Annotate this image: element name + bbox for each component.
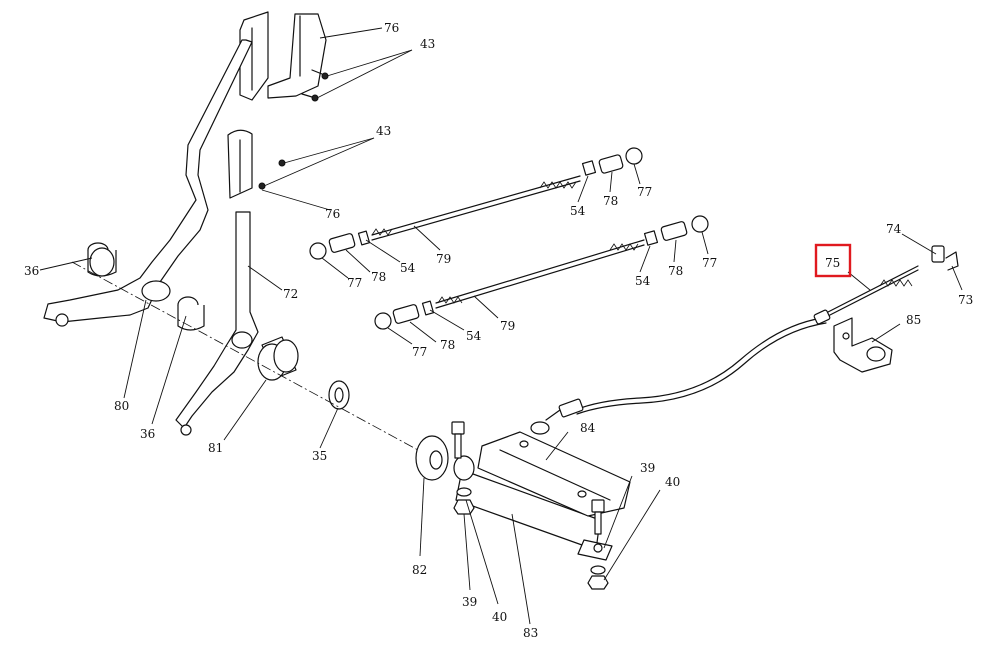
part-84-plate xyxy=(477,431,631,517)
part-85-bracket xyxy=(833,317,893,373)
callout-43: 43 xyxy=(376,124,391,138)
callout-36: 36 xyxy=(24,264,39,278)
callout-labels: 76 43 43 76 36 80 36 81 72 35 54 78 77 7… xyxy=(24,21,973,640)
callout-54: 54 xyxy=(466,329,482,343)
callout-40: 40 xyxy=(492,610,507,624)
callout-77: 77 xyxy=(412,345,427,359)
callout-79: 79 xyxy=(436,252,451,266)
rod-upper xyxy=(309,147,643,260)
callout-54: 54 xyxy=(400,261,416,275)
part-72-lever xyxy=(175,211,259,436)
part-73-spring-clip xyxy=(945,251,959,271)
callout-78: 78 xyxy=(668,264,683,278)
callout-78: 78 xyxy=(603,194,618,208)
callout-75: 75 xyxy=(825,256,840,270)
callout-54: 54 xyxy=(570,204,586,218)
leader-lines xyxy=(39,27,963,625)
highlight-box xyxy=(814,243,852,278)
shaft-axis xyxy=(71,261,441,463)
callout-54: 54 xyxy=(635,274,651,288)
part-80-lever xyxy=(43,39,253,327)
part-74-clip xyxy=(931,245,945,263)
callout-77: 77 xyxy=(347,276,362,290)
callout-84: 84 xyxy=(580,421,596,435)
callout-39: 39 xyxy=(640,461,655,475)
callout-81: 81 xyxy=(208,441,223,455)
callout-76: 76 xyxy=(384,21,399,35)
part-35-washer xyxy=(328,380,350,410)
callout-72: 72 xyxy=(283,287,298,301)
callout-39: 39 xyxy=(462,595,477,609)
callout-43: 43 xyxy=(420,37,435,51)
callout-77: 77 xyxy=(702,256,717,270)
callout-76: 76 xyxy=(325,207,340,221)
callout-83: 83 xyxy=(523,626,538,640)
callout-85: 85 xyxy=(906,313,921,327)
callout-80: 80 xyxy=(114,399,129,413)
rod-lower xyxy=(374,215,709,330)
callout-79: 79 xyxy=(500,319,515,333)
callout-78: 78 xyxy=(440,338,455,352)
part-36-bushing-right xyxy=(177,296,205,331)
callout-36: 36 xyxy=(140,427,155,441)
part-81-sleeve xyxy=(257,336,299,381)
part-76-handle xyxy=(227,129,253,199)
callout-77: 77 xyxy=(637,185,652,199)
part-39-bolts xyxy=(451,421,605,535)
part-43-screws-middle xyxy=(258,159,286,190)
callout-35: 35 xyxy=(312,449,327,463)
part-76-bracket-upper xyxy=(239,11,327,101)
callout-78: 78 xyxy=(371,270,386,284)
callout-74: 74 xyxy=(886,222,902,236)
part-75-cable xyxy=(530,265,919,435)
part-43-screws-upper xyxy=(301,69,329,102)
part-36-bushing-left xyxy=(87,242,117,277)
part-82-bushing xyxy=(415,435,449,481)
callout-40: 40 xyxy=(665,475,680,489)
callout-82: 82 xyxy=(412,563,427,577)
callout-73: 73 xyxy=(958,293,973,307)
